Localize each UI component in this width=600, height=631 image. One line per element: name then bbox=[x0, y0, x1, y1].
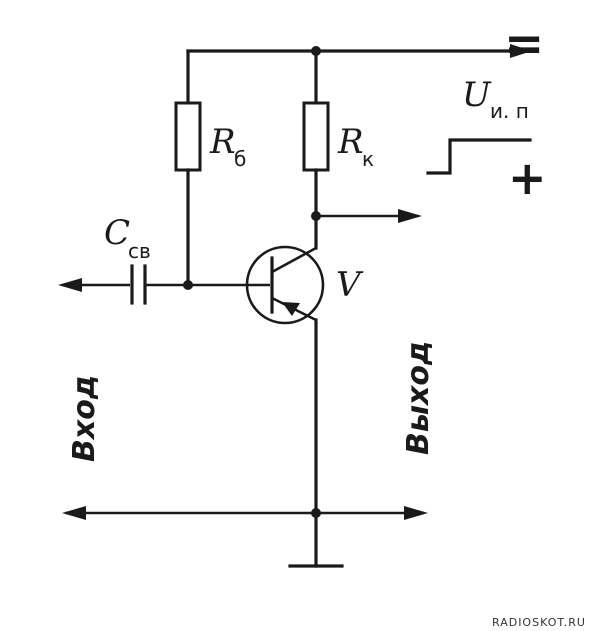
label-ccv: С bbox=[104, 213, 130, 253]
label-supply: U bbox=[462, 75, 492, 115]
label-plus: + bbox=[508, 151, 547, 205]
label-output: Выход bbox=[401, 341, 436, 455]
supply-step-symbol bbox=[426, 138, 532, 175]
resistor-rk bbox=[302, 101, 330, 172]
label-rk: R bbox=[337, 122, 364, 162]
label-supply-sub: и. п bbox=[490, 99, 529, 123]
label-minus: = bbox=[504, 16, 544, 72]
supply-arrow bbox=[510, 44, 532, 58]
junction-base bbox=[183, 280, 193, 290]
label-rb-sub: б bbox=[234, 147, 246, 171]
label-rk-sub: к bbox=[362, 147, 374, 171]
emitter-arrow bbox=[282, 302, 300, 316]
label-ccv-sub: св bbox=[128, 239, 151, 263]
watermark: RADIOSKOT.RU bbox=[492, 616, 586, 629]
transistor-body bbox=[245, 245, 325, 325]
label-rb: R bbox=[209, 122, 236, 162]
label-input: Вход bbox=[67, 375, 102, 462]
common-arrow-left bbox=[62, 506, 86, 520]
resistor-rb bbox=[174, 101, 202, 172]
input-arrow-head bbox=[58, 278, 82, 292]
output-arrow-head bbox=[398, 209, 422, 223]
transistor-collector bbox=[271, 246, 317, 274]
common-arrow-right bbox=[404, 506, 428, 520]
label-transistor: V bbox=[336, 265, 364, 305]
